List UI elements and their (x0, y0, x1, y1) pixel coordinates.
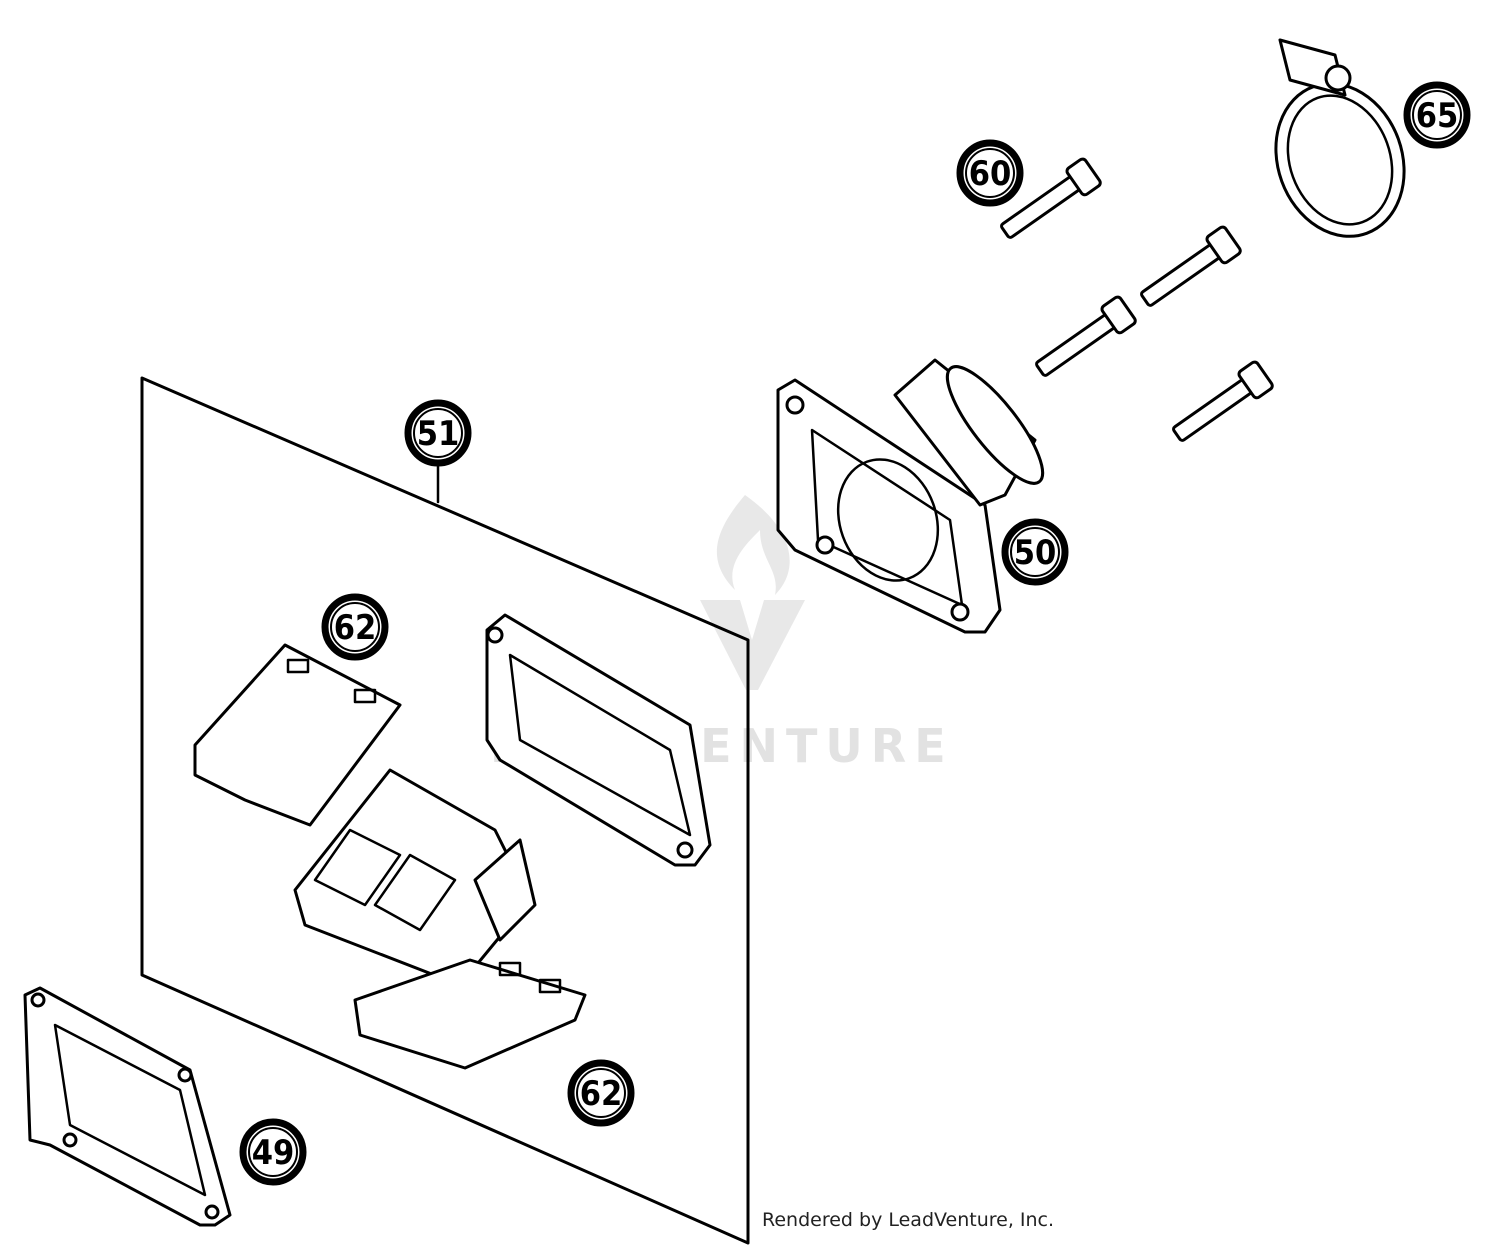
reed-cage-part (293, 768, 537, 987)
hose-clamp-part (1274, 38, 1406, 238)
reed-petal-lower-part (353, 958, 587, 1070)
assembly-panel (140, 376, 750, 1245)
gasket-part (23, 986, 232, 1227)
svg-text:62: 62 (580, 1074, 623, 1114)
callout-60: 60 (956, 139, 1024, 207)
bolt-part (1000, 157, 1274, 442)
credit-text: Rendered by LeadVenture, Inc. (762, 1209, 1055, 1231)
svg-text:62: 62 (334, 608, 377, 648)
watermark-logo (700, 495, 805, 690)
callout-49: 49 (239, 1118, 307, 1186)
svg-text:51: 51 (417, 414, 460, 454)
svg-text:49: 49 (252, 1133, 295, 1173)
callout-50: 50 (1001, 518, 1069, 586)
svg-text:50: 50 (1014, 533, 1057, 573)
svg-text:60: 60 (969, 154, 1012, 194)
reed-block-part (485, 613, 712, 867)
callout-62-upper: 62 (321, 593, 389, 661)
callout-65: 65 (1403, 81, 1471, 149)
svg-text:65: 65 (1416, 96, 1459, 136)
reed-petal-upper-part (193, 643, 402, 827)
callout-51: 51 (404, 399, 472, 467)
callout-62-lower: 62 (567, 1059, 635, 1127)
intake-manifold-part (776, 358, 1045, 634)
